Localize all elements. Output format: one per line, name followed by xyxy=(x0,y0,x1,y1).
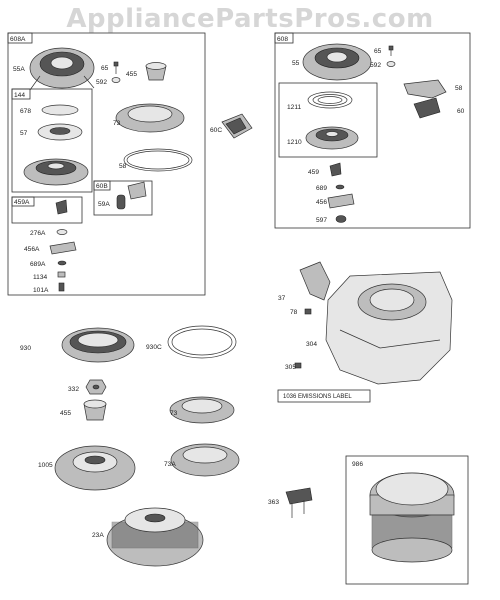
part-label-678: 678 xyxy=(20,108,31,115)
washer-678 xyxy=(41,104,79,116)
cover-73-mid xyxy=(169,396,235,424)
washer-276a xyxy=(56,229,68,235)
box-1211-1210-frame xyxy=(278,82,378,158)
part-label-597: 597 xyxy=(316,217,327,224)
part-label-455-top: 455 xyxy=(126,71,137,78)
screw-65-right xyxy=(388,45,394,56)
watermark-logo: AppliancePartsPros.com xyxy=(66,4,434,34)
air-filter-986 xyxy=(369,472,455,563)
part-label-73-mid: 73 xyxy=(170,410,178,417)
part-label-1005: 1005 xyxy=(38,462,53,469)
spring-689 xyxy=(335,184,345,190)
part-label-1210: 1210 xyxy=(287,139,302,146)
bracket-363 xyxy=(285,487,313,518)
part-label-689: 689 xyxy=(316,185,327,192)
handle-60-right xyxy=(413,97,441,119)
spacer-1134 xyxy=(57,271,66,278)
handle-59a xyxy=(116,181,147,210)
box-144-frame xyxy=(11,88,93,193)
screen-930 xyxy=(61,327,135,363)
part-label-37: 37 xyxy=(278,295,286,302)
pawl-459 xyxy=(329,162,342,177)
air-guide-37 xyxy=(299,261,331,301)
part-label-332: 332 xyxy=(68,386,79,393)
part-label-55a: 55A xyxy=(13,66,25,73)
pawl-459a xyxy=(55,199,68,215)
retainer-456 xyxy=(327,193,355,209)
part-label-1211: 1211 xyxy=(287,104,302,111)
box-608-frame xyxy=(274,32,471,229)
screw-101a xyxy=(58,282,65,292)
box-459a-frame xyxy=(11,196,83,224)
box-608-label: 608 xyxy=(277,36,288,43)
part-label-305: 305 xyxy=(285,364,296,371)
box-144-label: 144 xyxy=(14,92,25,99)
part-label-65-right: 65 xyxy=(374,48,382,55)
spring-689a xyxy=(57,260,67,266)
part-label-58-left: 58 xyxy=(119,163,127,170)
blower-housing-55a xyxy=(29,47,95,91)
cover-73a xyxy=(170,443,240,477)
part-label-592-left: 592 xyxy=(96,79,107,86)
washer-592-right xyxy=(386,61,396,67)
part-label-73-top: 73 xyxy=(113,120,121,127)
part-label-363: 363 xyxy=(268,499,279,506)
part-label-60c: 60C xyxy=(210,127,222,134)
screw-305 xyxy=(294,362,302,369)
retainer-456a xyxy=(49,241,77,255)
spring-1211 xyxy=(307,91,353,109)
part-label-304: 304 xyxy=(306,341,317,348)
part-label-65-left: 65 xyxy=(101,65,109,72)
part-label-58-right: 58 xyxy=(455,85,463,92)
part-label-689a: 689A xyxy=(30,261,46,268)
part-label-456: 456 xyxy=(316,199,327,206)
screen-930c xyxy=(167,325,237,359)
part-label-592-right: 592 xyxy=(370,62,381,69)
part-label-930c: 930C xyxy=(146,344,162,351)
cup-455-mid xyxy=(83,399,107,421)
box-60b-frame xyxy=(93,180,153,216)
part-label-455-mid: 455 xyxy=(60,410,71,417)
box-608a-label: 608A xyxy=(10,36,26,43)
box-986-label: 986 xyxy=(352,461,363,468)
part-label-73a: 73A xyxy=(164,461,176,468)
part-label-57: 57 xyxy=(20,130,28,137)
emissions-label-box xyxy=(277,389,371,403)
pulley-1210 xyxy=(305,126,359,150)
box-60b-label: 60B xyxy=(96,183,108,190)
starter-rope-58-left xyxy=(123,148,193,172)
part-label-78: 78 xyxy=(290,309,298,316)
screw-65-left xyxy=(113,61,119,74)
box-608a-frame xyxy=(7,32,206,296)
spring-57 xyxy=(37,123,83,141)
part-label-456a: 456A xyxy=(24,246,40,253)
part-label-930: 930 xyxy=(20,345,31,352)
box-986-frame xyxy=(345,455,469,585)
handle-60c xyxy=(221,113,253,139)
part-label-60-right: 60 xyxy=(457,108,465,115)
part-label-101a: 101A xyxy=(33,287,49,294)
blower-housing-304 xyxy=(325,271,453,385)
flywheel-23a xyxy=(106,507,204,567)
part-label-23a: 23A xyxy=(92,532,104,539)
pulley-144 xyxy=(23,158,89,186)
part-label-276a: 276A xyxy=(30,230,46,237)
nut-332 xyxy=(85,379,107,395)
blower-housing-55 xyxy=(302,43,372,81)
box-459a-label: 459A xyxy=(14,199,30,206)
fan-1005 xyxy=(54,445,136,491)
part-label-459: 459 xyxy=(308,169,319,176)
emissions-label-text: 1036 EMISSIONS LABEL xyxy=(283,394,352,400)
screw-78 xyxy=(304,308,312,315)
rope-guide-58-right xyxy=(403,79,447,99)
part-label-55: 55 xyxy=(292,60,300,67)
cup-455-top xyxy=(145,62,167,81)
part-label-1134: 1134 xyxy=(33,274,48,281)
part-label-59a: 59A xyxy=(98,201,110,208)
cover-73-top xyxy=(115,103,185,133)
washer-592-left xyxy=(111,77,121,83)
screw-597 xyxy=(335,215,347,223)
